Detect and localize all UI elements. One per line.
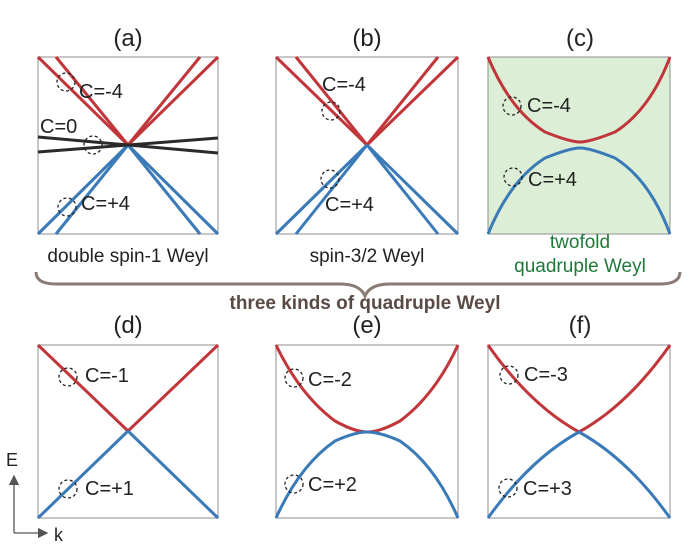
- chern-circle-upper: [499, 365, 519, 385]
- chern-label-upper: C=-2: [308, 369, 352, 391]
- band-line: [294, 56, 369, 146]
- panel-f: C=-3 C=+3: [486, 344, 672, 519]
- panel-c-frame: [487, 56, 671, 235]
- panel-c: C=-4 C=+4: [486, 56, 672, 235]
- chern-circle-upper: [56, 72, 76, 92]
- upper-band-curve: [486, 344, 672, 434]
- chern-label-lower: C=+4: [81, 193, 130, 215]
- chern-label-lower: C=+2: [308, 474, 357, 496]
- chern-label-upper: C=-3: [524, 364, 568, 386]
- panel-label-e: (e): [352, 312, 381, 339]
- upper-band-line: [126, 343, 220, 433]
- axis-indicator: E k: [6, 450, 64, 545]
- band-line: [126, 144, 202, 235]
- panel-b-lower-bands: [274, 143, 460, 236]
- chern-label-lower: C=+1: [85, 478, 134, 500]
- panel-label-b: (b): [352, 25, 381, 52]
- panel-d: C=-1 C=+1: [36, 343, 220, 520]
- panel-a-frame: [37, 56, 219, 235]
- chern-label-flat: C=0: [40, 116, 77, 138]
- chern-circle-upper: [58, 367, 78, 387]
- chern-label-lower: C=+3: [523, 478, 572, 500]
- chern-circle-upper: [502, 96, 522, 116]
- chern-circle-upper: [284, 368, 304, 388]
- chern-circle-lower: [57, 197, 77, 217]
- panel-b: C=-4 C=+4: [274, 55, 460, 236]
- chern-label-lower: C=+4: [528, 169, 577, 191]
- panel-a-upper-bands: [36, 55, 220, 147]
- band-line: [54, 144, 130, 235]
- chern-circle-lower: [498, 478, 518, 498]
- upper-band-line: [36, 343, 130, 433]
- band-line: [365, 55, 460, 147]
- panel-a-flat-bands: [37, 135, 219, 155]
- panel-a: C=-4 C=0 C=+4: [36, 55, 220, 236]
- energy-axis-label: E: [6, 450, 18, 470]
- panel-a-lower-bands: [36, 143, 220, 236]
- caption-b: spin-3/2 Weyl: [310, 246, 425, 267]
- lower-band-curve: [274, 430, 460, 519]
- lower-band-curve: [486, 430, 672, 519]
- panel-label-f: (f): [569, 312, 592, 339]
- band-line: [365, 56, 440, 146]
- momentum-axis-label: k: [54, 525, 64, 545]
- lower-band-line: [36, 429, 130, 520]
- band-line: [126, 143, 220, 236]
- band-line: [274, 143, 369, 236]
- panel-b-upper-bands: [274, 55, 460, 147]
- grouping-brace: [34, 271, 682, 300]
- panel-label-c: (c): [566, 25, 594, 52]
- caption-a: double spin-1 Weyl: [47, 246, 208, 267]
- band-line: [36, 143, 130, 236]
- chern-circle-upper: [321, 101, 341, 121]
- chern-circle-flat: [83, 135, 103, 155]
- chern-label-upper: C=-4: [527, 95, 571, 117]
- panel-f-frame: [487, 344, 671, 519]
- chern-label-upper: C=-4: [79, 81, 123, 103]
- chern-label-lower: C=+4: [325, 194, 374, 216]
- caption-c-line2: quadruple Weyl: [514, 256, 646, 277]
- chern-circle-lower: [58, 479, 78, 499]
- panel-label-a: (a): [113, 25, 142, 52]
- chern-circle-lower: [284, 474, 304, 494]
- band-line: [274, 55, 369, 147]
- flat-band-line: [37, 136, 219, 154]
- panel-e-frame: [275, 344, 459, 519]
- upper-band-curve: [274, 344, 460, 434]
- brace-label: three kinds of quadruple Weyl: [230, 293, 501, 314]
- band-line: [365, 144, 440, 235]
- chern-circle-lower: [503, 167, 523, 187]
- band-line: [54, 56, 130, 146]
- band-line: [294, 144, 369, 235]
- panel-d-frame: [37, 344, 219, 519]
- band-line: [126, 56, 202, 146]
- caption-c-line1: twofold: [550, 232, 610, 253]
- chern-circle-lower: [320, 169, 340, 189]
- panel-b-frame: [275, 56, 459, 235]
- lower-band-curve: [486, 146, 672, 235]
- band-line: [126, 55, 220, 147]
- panel-label-d: (d): [113, 312, 142, 339]
- chern-label-upper: C=-1: [85, 365, 129, 387]
- panel-e: C=-2 C=+2: [274, 344, 460, 519]
- band-line: [365, 143, 460, 236]
- chern-label-upper: C=-4: [322, 74, 366, 96]
- lower-band-line: [126, 429, 220, 520]
- upper-band-curve: [486, 56, 672, 144]
- band-line: [36, 55, 130, 147]
